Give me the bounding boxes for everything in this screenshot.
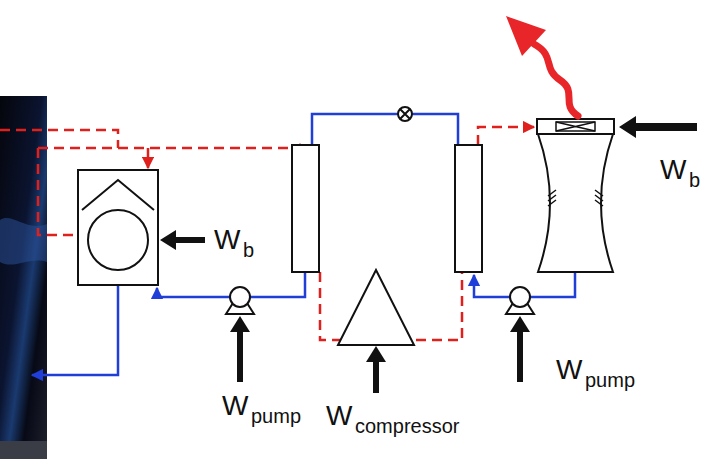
valve-symbol	[398, 107, 412, 121]
water-lines	[32, 114, 575, 375]
heat-lines	[0, 127, 534, 340]
boiler-roof	[82, 180, 154, 210]
boiler-symbol	[78, 170, 158, 285]
water-line	[157, 288, 230, 297]
work-subscript: pump	[585, 370, 635, 390]
work-subscript: b	[243, 240, 254, 260]
water-line	[32, 285, 118, 375]
wavy-head	[506, 16, 546, 56]
pump-body	[230, 287, 250, 307]
work-subscript: compressor	[355, 416, 459, 436]
compressor-symbol	[338, 270, 414, 345]
tower-ticks	[548, 190, 556, 206]
boiler-housing	[78, 170, 158, 285]
work-arrow	[510, 316, 530, 382]
tower-shell	[538, 134, 613, 272]
pump-body	[510, 287, 530, 307]
water-line	[312, 114, 398, 145]
photo-bottom	[0, 441, 47, 459]
cooling-tower	[537, 119, 614, 272]
wavy-shaft	[534, 44, 578, 116]
photo-highlight	[0, 218, 47, 264]
work-arrow	[619, 116, 697, 138]
fan-box	[537, 119, 614, 134]
work-symbol: W	[214, 226, 240, 254]
pump-symbol	[506, 287, 534, 314]
work-symbol: W	[222, 392, 248, 420]
fan-cross	[556, 122, 595, 131]
heat-line	[38, 143, 300, 148]
heat-rejection-arrow	[506, 16, 578, 116]
valve-cross	[400, 109, 410, 119]
heat-arrow	[147, 148, 150, 168]
tower-ticks	[595, 190, 603, 206]
heat-line	[478, 127, 534, 145]
heat-exchanger	[292, 145, 319, 272]
valve-body	[398, 107, 412, 121]
photo-strip	[0, 96, 47, 459]
work-subscript: pump	[251, 406, 301, 426]
work-arrow	[230, 316, 250, 382]
water-line	[412, 114, 458, 145]
heat-exchanger	[455, 145, 482, 272]
work-arrow	[160, 230, 205, 250]
fan-inner	[556, 122, 595, 131]
work-subscript: b	[689, 170, 700, 190]
pump-symbol	[226, 287, 254, 314]
water-line	[474, 275, 510, 297]
heat-line	[0, 130, 118, 148]
boiler-drum	[88, 210, 148, 270]
work-arrow	[366, 346, 386, 393]
water-line	[530, 272, 575, 297]
work-symbol: W	[556, 356, 582, 384]
work-symbol: W	[660, 156, 686, 184]
water-line	[250, 272, 305, 297]
work-symbol: W	[326, 402, 352, 430]
heat-line	[400, 272, 462, 340]
work-arrows	[160, 116, 697, 393]
